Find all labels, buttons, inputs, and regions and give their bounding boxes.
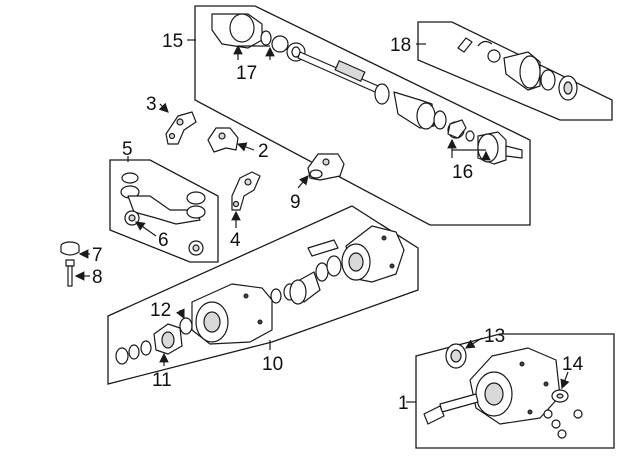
callout-10: 10 bbox=[262, 354, 283, 375]
callout-7: 7 bbox=[92, 245, 103, 266]
carrier-assembly-panel bbox=[415, 333, 615, 449]
bushing-7 bbox=[60, 241, 80, 256]
bracket-4 bbox=[231, 171, 261, 211]
callout-12: 12 bbox=[150, 300, 171, 321]
callout-18: 18 bbox=[390, 35, 411, 56]
differential-panel bbox=[107, 205, 419, 385]
bracket-2 bbox=[207, 127, 239, 153]
callout-11: 11 bbox=[152, 370, 172, 391]
bracket-9 bbox=[307, 153, 345, 181]
callout-4: 4 bbox=[230, 230, 241, 251]
boot-kit-panel bbox=[417, 21, 613, 121]
callout-labels: 15 17 18 3 2 5 9 4 6 7 8 12 11 10 16 13 … bbox=[92, 31, 584, 414]
callout-2: 2 bbox=[258, 141, 269, 162]
callout-14: 14 bbox=[562, 354, 584, 375]
callout-6: 6 bbox=[158, 230, 169, 251]
callout-5: 5 bbox=[122, 139, 133, 160]
bracket-3 bbox=[165, 111, 197, 145]
callout-3: 3 bbox=[146, 94, 157, 115]
bolt-8 bbox=[65, 259, 75, 287]
callout-9: 9 bbox=[290, 192, 301, 213]
callout-15: 15 bbox=[162, 31, 183, 52]
crossmember-panel bbox=[109, 159, 219, 263]
callout-1: 1 bbox=[398, 393, 409, 414]
callout-16: 16 bbox=[452, 162, 473, 183]
leader-lines bbox=[74, 39, 570, 403]
callout-13: 13 bbox=[484, 326, 505, 347]
callout-8: 8 bbox=[92, 267, 103, 288]
callout-17: 17 bbox=[236, 63, 257, 84]
